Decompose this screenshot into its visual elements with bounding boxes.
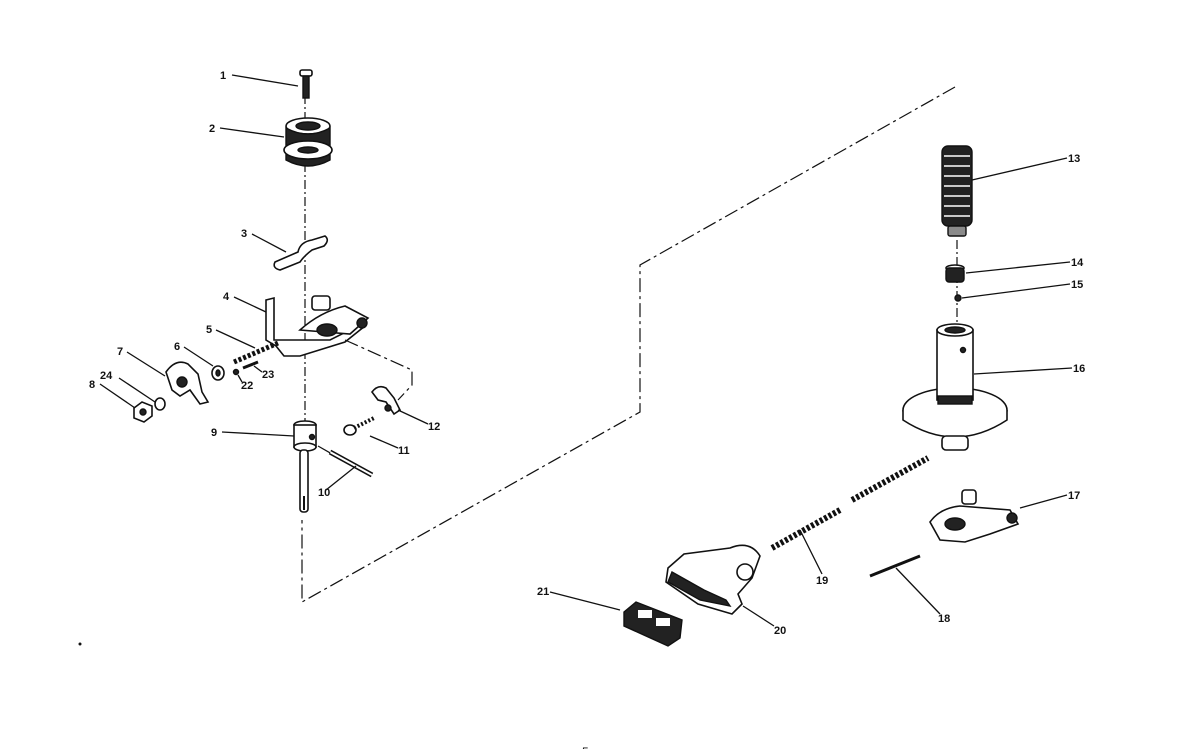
part-3-clip	[273, 235, 329, 271]
part-4-bracket	[265, 295, 370, 357]
callout-7: 7	[117, 346, 123, 358]
callout-4: 4	[223, 291, 230, 303]
callout-20: 20	[774, 625, 786, 637]
connector-9-to-10	[317, 445, 333, 455]
callout-1: 1	[220, 70, 226, 82]
part-1-screw	[299, 69, 313, 99]
callout-18: 18	[938, 613, 950, 625]
part-6-washer	[211, 365, 225, 381]
page-number: 5	[582, 745, 589, 749]
callout-13: 13	[1068, 153, 1080, 165]
part-2-knob	[283, 117, 333, 167]
callout-17: 17	[1068, 490, 1080, 502]
callout-2: 2	[209, 123, 215, 135]
speck-dot	[78, 642, 82, 646]
part-20-handle	[665, 544, 761, 615]
part-8-nut	[133, 401, 153, 423]
part-21-insert	[623, 601, 683, 647]
callout-15: 15	[1071, 279, 1083, 291]
part-9-shaft	[293, 420, 317, 513]
part-23-pin	[242, 360, 259, 370]
part-16-spindle	[902, 323, 1008, 451]
connector-bracket-to-clamp	[344, 339, 413, 401]
part-14-bushing	[945, 264, 965, 283]
leader-lines	[99, 74, 1073, 627]
callout-16: 16	[1073, 363, 1085, 375]
part-13-spring	[941, 145, 973, 237]
assembly-connector-line	[301, 86, 956, 604]
callout-5: 5	[206, 324, 212, 336]
callout-11: 11	[398, 445, 410, 457]
part-15-ball	[954, 294, 962, 302]
callout-12: 12	[428, 421, 440, 433]
part-10-pin	[328, 449, 374, 478]
callout-14: 14	[1071, 257, 1084, 269]
callout-3: 3	[241, 228, 247, 240]
part-17-arm	[929, 489, 1020, 543]
part-18-rod	[869, 554, 921, 578]
part-19-rope	[770, 455, 930, 551]
callout-22: 22	[241, 380, 253, 392]
callout-21: 21	[537, 586, 549, 598]
part-22-pin	[232, 368, 240, 376]
part-7-lever	[165, 361, 210, 405]
callout-24: 24	[100, 370, 113, 382]
part-12-clamp	[370, 385, 402, 416]
callout-23: 23	[262, 369, 274, 381]
callout-10: 10	[318, 487, 330, 499]
callout-6: 6	[174, 341, 180, 353]
part-5-pin	[233, 340, 279, 365]
part-11-screw	[343, 416, 375, 436]
callout-19: 19	[816, 575, 828, 587]
callout-9: 9	[211, 427, 217, 439]
callout-8: 8	[89, 379, 95, 391]
part-24-washer	[154, 397, 166, 411]
